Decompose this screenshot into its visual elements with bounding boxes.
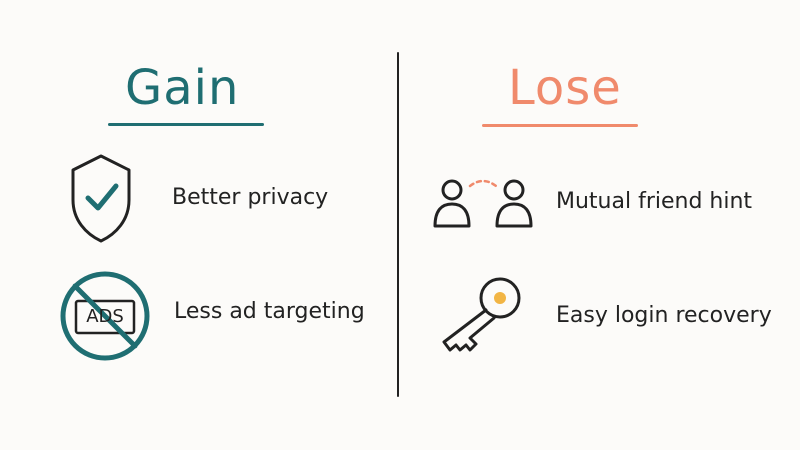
no-ads-icon-text: ADS xyxy=(86,306,124,327)
column-divider xyxy=(397,52,399,397)
mutual-friends-icon xyxy=(433,179,533,228)
lose-item-mutual-friend-hint: Mutual friend hint xyxy=(556,189,753,214)
gain-item-better-privacy: Better privacy xyxy=(172,185,329,210)
lose-title: Lose xyxy=(508,60,622,116)
key-icon xyxy=(442,277,521,352)
gain-title-underline xyxy=(108,123,264,126)
gain-item-less-ad-targeting: Less ad targeting xyxy=(174,299,365,324)
lose-title-underline xyxy=(482,124,638,127)
gain-title: Gain xyxy=(125,60,240,116)
no-ads-icon: ADS xyxy=(58,269,152,363)
lose-item-easy-login-recovery: Easy login recovery xyxy=(556,303,772,328)
shield-check-icon xyxy=(71,154,131,243)
